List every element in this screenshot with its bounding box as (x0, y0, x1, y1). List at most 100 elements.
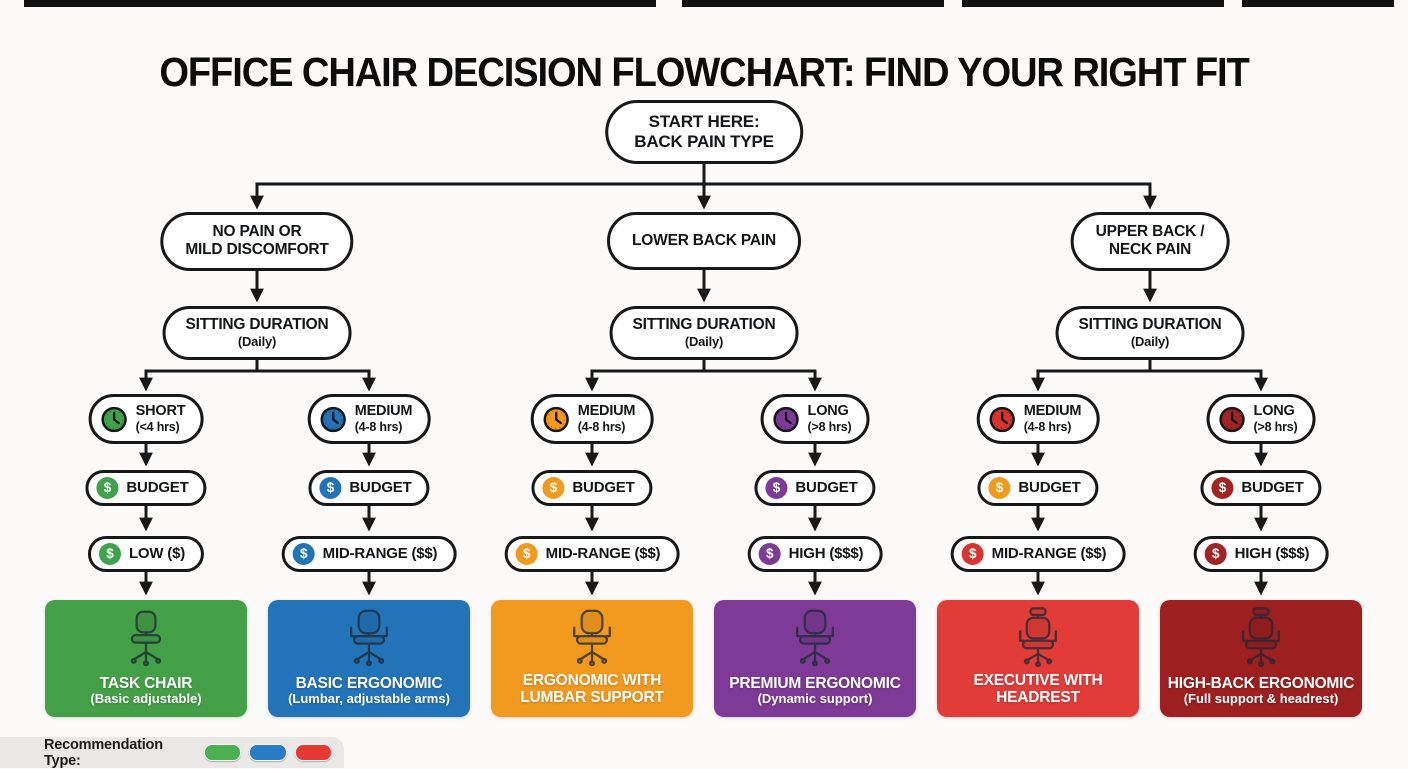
dollar-icon: $ (1211, 477, 1234, 499)
result-subtitle: (Dynamic support) (757, 691, 873, 707)
budget-node: $ BUDGET (308, 470, 430, 506)
branch-label: MILD DISCOMFORT (185, 241, 329, 259)
sitting-duration-node: SITTING DURATION (Daily) (162, 306, 352, 360)
sitting-duration-subtitle: (Daily) (684, 334, 724, 350)
dollar-symbol: $ (326, 480, 335, 496)
price-label: MID-RANGE ($$) (545, 545, 661, 563)
dollar-icon: $ (765, 477, 788, 499)
price-node-mid-range: $ MID-RANGE ($$) (281, 536, 457, 572)
blue-swatch (249, 744, 287, 761)
result-box-premium-ergonomic: PREMIUM ERGONOMIC(Dynamic support) (714, 600, 916, 717)
price-label: HIGH ($$$) (1234, 545, 1310, 563)
price-node-high: $ HIGH ($$$) (1193, 536, 1329, 572)
result-title: PREMIUM ERGONOMIC (729, 674, 901, 692)
result-title: ERGONOMIC WITH LUMBAR SUPPORT (520, 671, 664, 707)
duration-hours: (4-8 hrs) (577, 420, 626, 435)
clock-icon (1219, 406, 1245, 432)
page-title: OFFICE CHAIR DECISION FLOWCHART: FIND YO… (159, 49, 1249, 96)
clock-icon (101, 406, 127, 432)
dollar-icon: $ (1204, 543, 1227, 565)
price-label: LOW ($) (128, 545, 186, 563)
price-label: HIGH ($$$) (788, 545, 864, 563)
duration-node-long: LONG(>8 hrs) (1206, 394, 1316, 444)
dollar-symbol: $ (968, 546, 977, 562)
dollar-icon: $ (98, 543, 121, 565)
duration-name: SHORT (135, 403, 186, 420)
budget-node: $ BUDGET (1200, 470, 1322, 506)
duration-node-short: SHORT(<4 hrs) (88, 394, 204, 444)
result-box-executive-headrest: EXECUTIVE WITH HEADREST (937, 600, 1139, 717)
sitting-duration-title: SITTING DURATION (1078, 316, 1222, 333)
duration-hours: (<4 hrs) (135, 420, 180, 435)
result-subtitle: (Basic adjustable) (90, 691, 202, 707)
duration-name: LONG (1253, 403, 1295, 420)
clock-icon (320, 406, 346, 432)
duration-name: LONG (807, 403, 849, 420)
duration-hours: (4-8 hrs) (354, 420, 403, 435)
task-chair-icon (130, 610, 162, 667)
ergonomic-chair-icon (350, 609, 388, 667)
duration-hours: (4-8 hrs) (1023, 420, 1072, 435)
dollar-symbol: $ (1212, 546, 1220, 562)
branch-node-upper-back: UPPER BACK / NECK PAIN (1070, 212, 1230, 271)
duration-node-medium: MEDIUM(4-8 hrs) (530, 394, 654, 444)
sitting-duration-title: SITTING DURATION (632, 316, 776, 333)
dollar-icon: $ (292, 543, 315, 565)
duration-hours: (>8 hrs) (807, 420, 852, 435)
clock-icon (989, 406, 1015, 432)
legend-panel: Recommendation Type: (0, 736, 344, 769)
price-node-low: $ LOW ($) (87, 536, 205, 572)
clock-icon (543, 406, 569, 432)
headrest-chair-icon (1019, 607, 1057, 667)
green-swatch (204, 744, 242, 761)
result-title: EXECUTIVE WITH HEADREST (973, 671, 1103, 707)
budget-label: BUDGET (1018, 479, 1081, 497)
budget-label: BUDGET (349, 479, 412, 497)
branch-label: UPPER BACK / (1095, 223, 1205, 240)
dollar-icon: $ (96, 477, 119, 499)
headrest-chair-icon (1242, 607, 1280, 667)
dollar-symbol: $ (299, 546, 308, 562)
start-node: START HERE: BACK PAIN TYPE (605, 100, 803, 165)
dollar-symbol: $ (522, 546, 531, 562)
top-border-segment (1242, 0, 1394, 7)
duration-name: MEDIUM (354, 403, 413, 420)
branch-label: NECK PAIN (1108, 241, 1192, 259)
budget-label: BUDGET (1241, 479, 1304, 497)
duration-node-medium: MEDIUM(4-8 hrs) (307, 394, 431, 444)
dollar-icon: $ (319, 477, 342, 499)
budget-label: BUDGET (572, 479, 635, 497)
dollar-symbol: $ (549, 480, 558, 496)
result-title: BASIC ERGONOMIC (295, 674, 443, 692)
budget-node: $ BUDGET (85, 470, 207, 506)
duration-hours: (>8 hrs) (1253, 420, 1298, 435)
budget-label: BUDGET (795, 479, 858, 497)
start-node-line2: BACK PAIN TYPE (634, 132, 774, 152)
dollar-symbol: $ (772, 480, 781, 496)
start-node-line1: START HERE: (648, 112, 760, 131)
top-border-segment (24, 0, 656, 7)
result-title: TASK CHAIR (99, 674, 193, 692)
price-label: MID-RANGE ($$) (322, 545, 438, 563)
branch-label: LOWER BACK PAIN (632, 231, 776, 249)
price-node-mid-range: $ MID-RANGE ($$) (504, 536, 680, 572)
sitting-duration-node: SITTING DURATION (Daily) (1055, 306, 1245, 360)
result-title: HIGH-BACK ERGONOMIC (1167, 674, 1355, 692)
price-node-high: $ HIGH ($$$) (747, 536, 883, 572)
sitting-duration-node: SITTING DURATION (Daily) (609, 306, 799, 360)
price-node-mid-range: $ MID-RANGE ($$) (950, 536, 1126, 572)
branch-node-no-pain: NO PAIN OR MILD DISCOMFORT (160, 212, 354, 271)
result-subtitle: (Lumbar, adjustable arms) (288, 691, 450, 707)
duration-name: MEDIUM (1023, 403, 1082, 420)
legend-label: Recommendation Type: (44, 736, 163, 769)
dollar-icon: $ (988, 477, 1011, 499)
top-border-segment (962, 0, 1224, 7)
result-box-task-chair: TASK CHAIR(Basic adjustable) (45, 600, 247, 717)
result-box-ergonomic-lumbar: ERGONOMIC WITH LUMBAR SUPPORT (491, 600, 693, 717)
budget-node: $ BUDGET (977, 470, 1099, 506)
budget-label: BUDGET (126, 479, 189, 497)
dollar-symbol: $ (106, 546, 114, 562)
budget-node: $ BUDGET (531, 470, 653, 506)
sitting-duration-subtitle: (Daily) (237, 334, 277, 350)
duration-node-medium: MEDIUM(4-8 hrs) (976, 394, 1100, 444)
